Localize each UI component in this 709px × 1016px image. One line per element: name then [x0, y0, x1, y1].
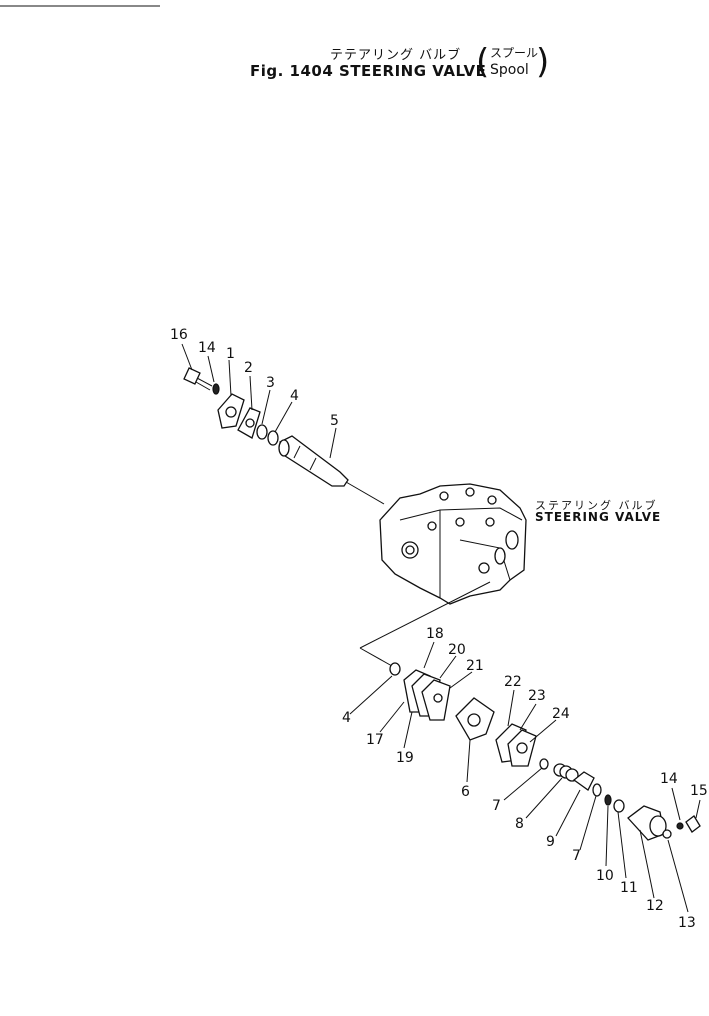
plate-stack-17-21 — [403, 669, 451, 721]
part-label-20: 20 — [448, 642, 466, 658]
bolt-part-15 — [685, 815, 701, 833]
washer-part-14 — [212, 383, 220, 395]
part-label-8: 8 — [515, 816, 524, 832]
ring-part-7-a — [539, 758, 549, 770]
part-label-14: 14 — [198, 340, 216, 356]
spool-japanese: スプール — [490, 46, 539, 60]
gasket-part-2 — [237, 407, 261, 439]
cover-part-1 — [217, 393, 245, 429]
ring-part-3 — [256, 424, 268, 440]
part-label-17: 17 — [366, 732, 384, 748]
cover-part-6 — [455, 697, 495, 741]
spring-part-8 — [553, 763, 579, 782]
ring-part-10 — [604, 794, 612, 806]
part-label-19: 19 — [396, 750, 414, 766]
plug-part-9 — [572, 771, 595, 791]
part-label-7-b: 7 — [572, 848, 581, 864]
part-label-15: 15 — [690, 783, 708, 799]
ring-part-11 — [613, 799, 625, 813]
assembly-label-english: STEERING VALVE — [535, 510, 662, 524]
title-english: Fig. 1404 STEERING VALVE — [250, 62, 487, 80]
part-label-16: 16 — [170, 327, 188, 343]
title-paren-open: ( — [476, 42, 490, 82]
part-label-4-lower: 4 — [342, 710, 351, 726]
part-label-23: 23 — [528, 688, 546, 704]
part-label-2: 2 — [244, 360, 253, 376]
title-paren-close: ) — [536, 42, 550, 82]
washer-part-14-lower — [676, 822, 684, 830]
part-label-24: 24 — [552, 706, 570, 722]
part-label-6: 6 — [461, 784, 470, 800]
ring-part-4-lower — [389, 662, 401, 676]
part-label-14-lower: 14 — [660, 771, 678, 787]
ring-part-7-b — [592, 783, 602, 797]
leader-lines — [181, 343, 701, 913]
plate-stack-22-24 — [495, 723, 537, 767]
nut-part-13 — [662, 829, 672, 839]
part-label-5: 5 — [330, 413, 339, 429]
ring-part-4-upper — [267, 430, 279, 446]
part-label-10: 10 — [596, 868, 614, 884]
title-japanese: テテアリング バルブ — [330, 48, 462, 63]
part-label-18: 18 — [426, 626, 444, 642]
part-label-7-a: 7 — [492, 798, 501, 814]
part-number-labels: 16 14 1 2 3 4 5 18 20 21 4 17 19 22 23 2… — [170, 327, 708, 931]
assembly-label-japanese: ステアリング バルブ — [535, 499, 658, 512]
part-label-13: 13 — [678, 915, 696, 931]
bolt-part-16 — [183, 367, 213, 391]
part-label-11: 11 — [620, 880, 638, 896]
part-label-3: 3 — [266, 375, 275, 391]
part-label-21: 21 — [466, 658, 484, 674]
part-label-1: 1 — [226, 346, 235, 362]
cap-part-12 — [627, 805, 667, 841]
part-label-12: 12 — [646, 898, 664, 914]
spool-english: Spool — [490, 62, 529, 78]
part-label-9: 9 — [546, 834, 555, 850]
part-label-22: 22 — [504, 674, 522, 690]
steering-valve-body — [359, 483, 527, 667]
spool-part-5 — [278, 435, 385, 505]
part-label-4-upper: 4 — [290, 388, 299, 404]
